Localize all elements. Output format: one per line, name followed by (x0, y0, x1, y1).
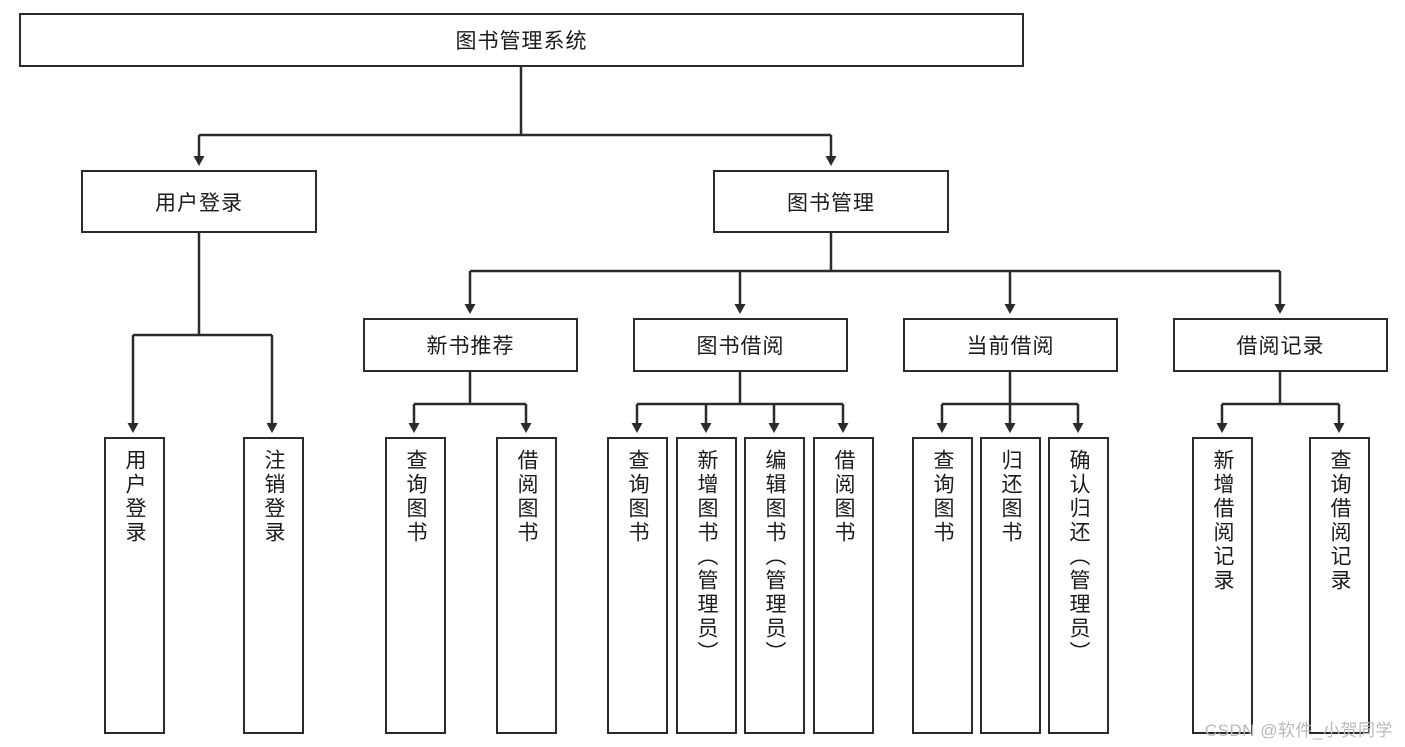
node-label: 当前借阅 (966, 335, 1055, 358)
node-user-login[interactable]: 用户登录 (81, 170, 317, 233)
node-label: 借阅记录 (1236, 335, 1325, 358)
leaf-borrow-book-recommend[interactable]: 借阅图书 (496, 437, 557, 734)
node-label: 借阅图书 (832, 449, 855, 545)
node-borrow-record[interactable]: 借阅记录 (1173, 318, 1388, 372)
csdn-watermark: CSDN @软件_小贺同学 (1204, 721, 1393, 740)
node-current-borrow[interactable]: 当前借阅 (903, 318, 1118, 372)
leaf-confirm-return-admin[interactable]: 确认归还（管理员） (1048, 437, 1109, 734)
node-book-management[interactable]: 图书管理 (713, 170, 949, 233)
node-label: 新书推荐 (426, 335, 515, 358)
node-book-borrow[interactable]: 图书借阅 (633, 318, 848, 372)
node-label: 图书管理系统 (455, 30, 588, 53)
leaf-user-login[interactable]: 用户登录 (104, 437, 165, 734)
leaf-return-book[interactable]: 归还图书 (980, 437, 1041, 734)
node-root-system[interactable]: 图书管理系统 (19, 13, 1024, 67)
node-label: 用户登录 (123, 449, 146, 545)
leaf-logout[interactable]: 注销登录 (243, 437, 304, 734)
node-label: 确认归还（管理员） (1067, 449, 1090, 665)
leaf-query-book-recommend[interactable]: 查询图书 (385, 437, 446, 734)
leaf-add-borrow-record[interactable]: 新增借阅记录 (1192, 437, 1253, 734)
leaf-query-borrow-record[interactable]: 查询借阅记录 (1309, 437, 1370, 734)
leaf-query-book-borrow[interactable]: 查询图书 (607, 437, 668, 734)
node-label: 图书管理 (787, 191, 875, 215)
node-label: 用户登录 (155, 191, 243, 215)
node-label: 注销登录 (262, 449, 285, 545)
leaf-query-book-current[interactable]: 查询图书 (912, 437, 973, 734)
node-label: 查询图书 (404, 449, 427, 545)
node-label: 查询图书 (931, 449, 954, 545)
leaf-add-book-admin[interactable]: 新增图书（管理员） (676, 437, 737, 734)
node-label: 新增借阅记录 (1211, 449, 1234, 593)
node-label: 归还图书 (999, 449, 1022, 545)
node-new-book-recommend[interactable]: 新书推荐 (363, 318, 578, 372)
node-label: 查询借阅记录 (1328, 449, 1351, 593)
node-label: 图书借阅 (696, 335, 785, 358)
node-label: 借阅图书 (515, 449, 538, 545)
leaf-borrow-book[interactable]: 借阅图书 (813, 437, 874, 734)
node-label: 编辑图书（管理员） (763, 449, 786, 665)
node-label: 新增图书（管理员） (695, 449, 718, 665)
leaf-edit-book-admin[interactable]: 编辑图书（管理员） (744, 437, 805, 734)
node-label: 查询图书 (626, 449, 649, 545)
